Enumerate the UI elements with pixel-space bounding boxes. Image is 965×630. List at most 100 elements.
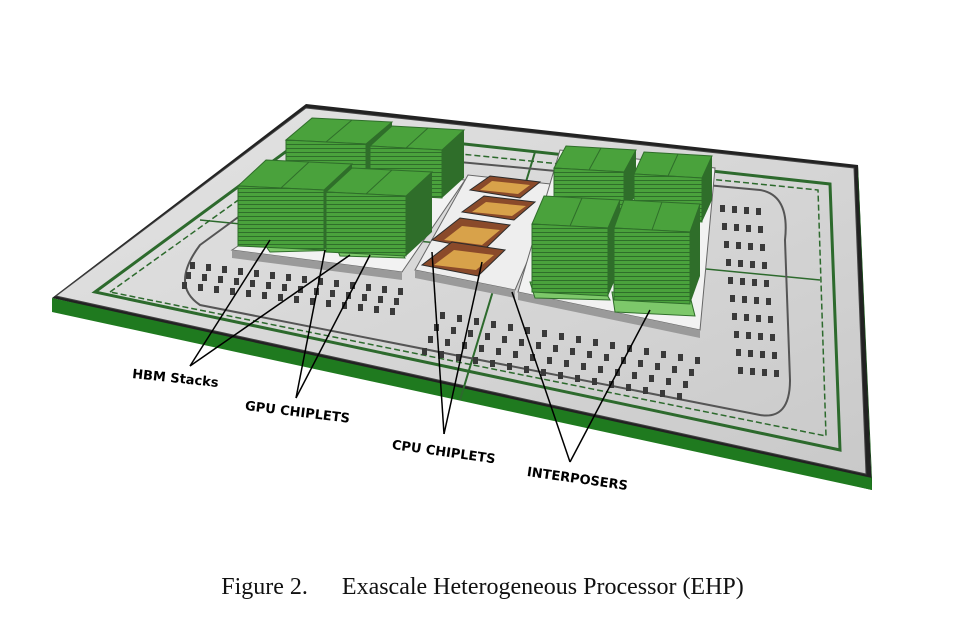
capacitor — [282, 284, 287, 291]
capacitor — [720, 205, 725, 212]
capacitor — [724, 241, 729, 248]
capacitor — [632, 372, 637, 379]
capacitor — [661, 351, 666, 358]
capacitor — [764, 280, 769, 287]
capacitor — [473, 357, 478, 364]
capacitor — [695, 357, 700, 364]
capacitor — [286, 274, 291, 281]
capacitor — [536, 342, 541, 349]
capacitor — [610, 342, 615, 349]
capacitor — [246, 290, 251, 297]
capacitor — [542, 330, 547, 337]
callout-lines — [189, 239, 651, 463]
capacitor — [768, 316, 773, 323]
capacitor — [468, 330, 473, 337]
capacitor — [222, 266, 227, 273]
capacitor — [728, 277, 733, 284]
capacitor — [626, 384, 631, 391]
ehp-package-diagram — [52, 104, 872, 490]
capacitor — [525, 327, 530, 334]
capacitor — [592, 378, 597, 385]
capacitor — [678, 354, 683, 361]
capacitor — [750, 368, 755, 375]
capacitor — [683, 381, 688, 388]
capacitor — [310, 298, 315, 305]
cpu-chiplet — [460, 195, 537, 221]
capacitor — [575, 375, 580, 382]
capacitor — [564, 360, 569, 367]
capacitor — [234, 278, 239, 285]
capacitor — [378, 296, 383, 303]
capacitor — [643, 387, 648, 394]
capacitor — [576, 336, 581, 343]
capacitor — [214, 286, 219, 293]
capacitor — [485, 333, 490, 340]
capacitor — [734, 224, 739, 231]
capacitor — [206, 264, 211, 271]
capacitor — [362, 294, 367, 301]
caption-text: Exascale Heterogeneous Processor (EHP) — [341, 574, 744, 600]
capacitor — [502, 336, 507, 343]
capacitor — [294, 296, 299, 303]
capacitor — [587, 351, 592, 358]
capacitor — [439, 351, 444, 358]
capacitor — [736, 242, 741, 249]
capacitor — [672, 366, 677, 373]
capacitor — [547, 357, 552, 364]
capacitor — [730, 295, 735, 302]
capacitor — [732, 313, 737, 320]
capacitor — [278, 294, 283, 301]
capacitor — [754, 297, 759, 304]
capacitor — [519, 339, 524, 346]
capacitor — [760, 351, 765, 358]
capacitor — [689, 369, 694, 376]
capacitor — [677, 393, 682, 400]
capacitor — [496, 348, 501, 355]
capacitor — [422, 348, 427, 355]
capacitor — [218, 276, 223, 283]
capacitor — [445, 339, 450, 346]
capacitor — [738, 367, 743, 374]
capacitor — [198, 284, 203, 291]
capacitor — [604, 354, 609, 361]
capacitor — [748, 243, 753, 250]
hbm-stack — [324, 167, 434, 257]
capacitor — [513, 351, 518, 358]
capacitor — [638, 360, 643, 367]
capacitor — [660, 390, 665, 397]
capacitor — [230, 288, 235, 295]
capacitor — [736, 349, 741, 356]
capacitor — [722, 223, 727, 230]
capacitor — [746, 332, 751, 339]
capacitor — [330, 290, 335, 297]
capacitor — [649, 375, 654, 382]
capacitor — [202, 274, 207, 281]
capacitor — [570, 348, 575, 355]
capacitor — [748, 350, 753, 357]
capacitor — [318, 278, 323, 285]
capacitor — [766, 298, 771, 305]
capacitor — [382, 286, 387, 293]
cpu-chiplet — [420, 241, 507, 277]
capacitor — [581, 363, 586, 370]
capacitor — [254, 270, 259, 277]
capacitor — [655, 363, 660, 370]
capacitor — [666, 378, 671, 385]
capacitor — [726, 259, 731, 266]
capacitor — [270, 272, 275, 279]
caption-number: Figure 2. — [221, 574, 308, 600]
capacitor — [394, 298, 399, 305]
capacitor — [390, 308, 395, 315]
capacitor — [593, 339, 598, 346]
capacitor — [744, 207, 749, 214]
capacitor — [598, 366, 603, 373]
capacitor — [732, 206, 737, 213]
capacitor — [770, 334, 775, 341]
capacitor — [756, 208, 761, 215]
capacitor — [758, 226, 763, 233]
figure-caption: Figure 2. Exascale Heterogeneous Processo… — [0, 574, 965, 601]
capacitor — [374, 306, 379, 313]
capacitor — [558, 372, 563, 379]
capacitor — [644, 348, 649, 355]
